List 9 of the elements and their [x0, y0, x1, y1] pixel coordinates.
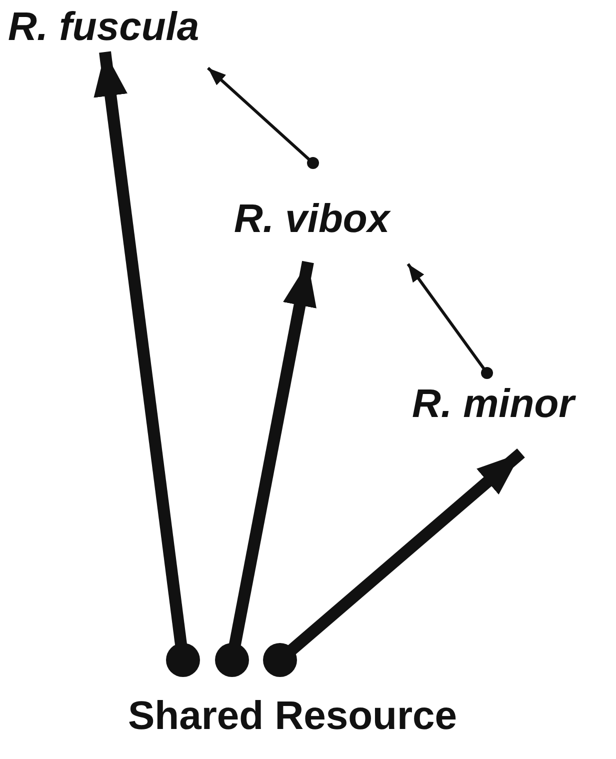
- species-label: R. vibox: [234, 196, 390, 242]
- arrow: [207, 66, 319, 169]
- species-label: R. fuscula: [8, 4, 200, 50]
- species-label: R. minor: [412, 381, 574, 427]
- arrow: [263, 448, 525, 677]
- species-label: Shared Resource: [128, 693, 458, 739]
- arrow: [94, 51, 200, 677]
- arrow: [406, 263, 493, 379]
- arrow: [215, 260, 316, 677]
